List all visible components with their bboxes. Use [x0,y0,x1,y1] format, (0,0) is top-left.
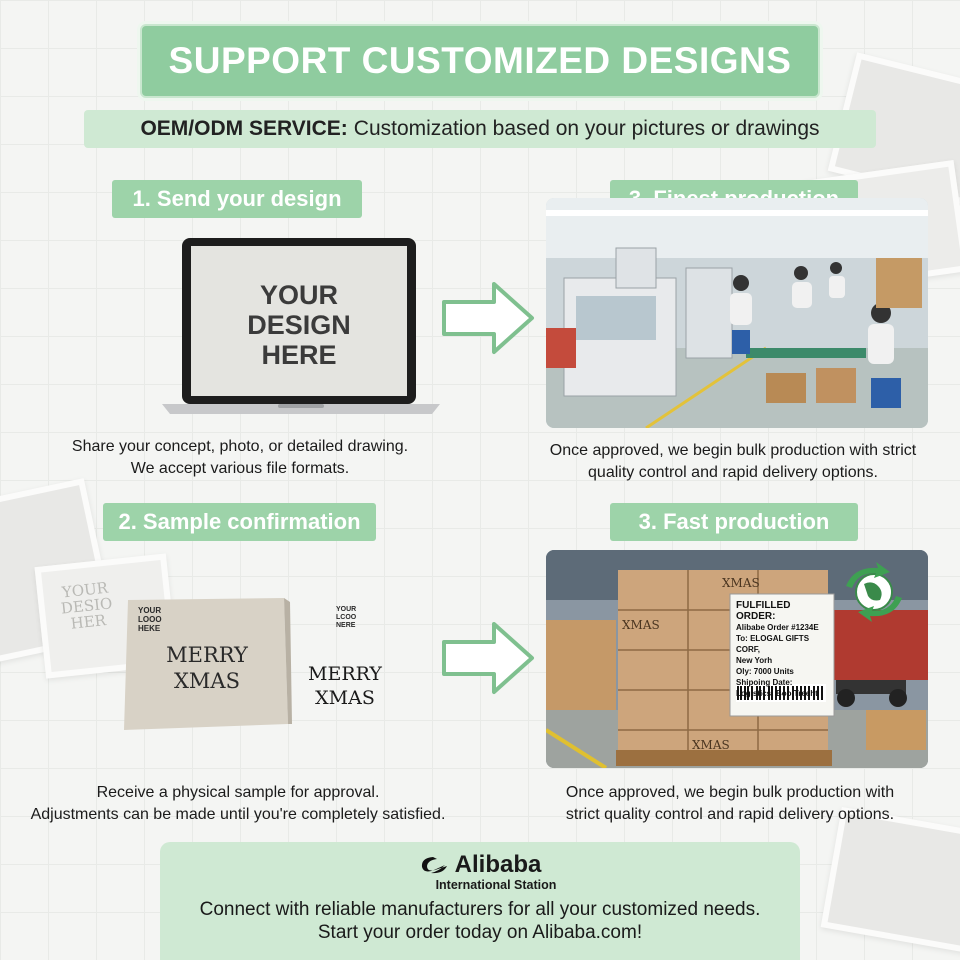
shipping-label-line: Shipoing Date: [736,678,793,687]
alibaba-logo-icon [421,857,447,874]
step-1-label-text: 1. Send your design [132,186,342,211]
box-print-text: XMAS [622,618,660,632]
caption-line: Once approved, we begin bulk production … [549,442,917,459]
laptop-screen-text: YOUR DESIGN HERE [191,280,407,370]
shipping-label-line: FULFILLED ORDER: [736,600,791,622]
artwork-logo-text: YOUR LCOO NERE [336,606,356,630]
screen-line: DESIGN [247,310,351,340]
caption-line: Receive a physical sample for approval. [96,784,380,801]
step-1-label: 1. Send your design [112,180,362,218]
step-2-label-text: 2. Sample confirmation [118,509,361,534]
step-1-caption: Share your concept, photo, or detailed d… [20,436,460,480]
footer-tagline: Connect with reliable manufacturers for … [160,898,800,944]
logo-line: YOUR [138,606,162,615]
shipping-label-line: Oly: 7000 Units [736,667,794,676]
caption-line: We accept various file formats. [130,460,350,477]
step-3-fast-label: 3. Fast production [610,503,858,541]
arrow-right-icon [442,282,534,354]
product-line: MERRY [308,663,382,685]
logo-line: HEKE [138,624,161,633]
caption-line: strict quality control and rapid deliver… [565,806,895,823]
product-line: XMAS [173,669,240,693]
sample-box-image [124,598,292,730]
page-title: SUPPORT CUSTOMIZED DESIGNS [168,40,792,81]
step-3-fast-label-text: 3. Fast production [638,509,830,534]
caption-line: Share your concept, photo, or detailed d… [71,438,409,455]
step-2-caption: Receive a physical sample for approval. … [8,782,468,826]
shipping-label-line: Logistics: Boo Treeht [736,689,818,698]
tagline-line: Start your order today on Alibaba.com! [317,922,643,943]
recycle-globe-icon [846,562,902,622]
box-print-text: XMAS [722,576,760,590]
shipping-label-line: To: ELOGAL GIFTS CORF, [736,634,810,654]
logo-line: LOOO [138,615,162,624]
page-title-banner: SUPPORT CUSTOMIZED DESIGNS [140,24,820,98]
tagline-line: Connect with reliable manufacturers for … [199,899,761,920]
brand-name: Alibaba [454,851,542,878]
footer-banner: Alibaba International Station Connect wi… [160,842,800,960]
sample-product-text: MERRY XMAS [124,642,290,694]
screen-line: HERE [261,340,337,370]
factory-photo [546,198,928,428]
shipping-label: FULFILLED ORDER: Alibabe Order #1234E To… [736,600,832,699]
service-label: OEM/ODM SERVICE: [140,117,348,140]
artwork-product-text: MERRY XMAS [300,662,390,710]
shipping-label-line: New Yorh [736,656,773,665]
service-subtitle: OEM/ODM SERVICE: Customization based on … [84,110,876,148]
brand-subtitle: International Station [435,878,557,892]
product-line: MERRY [166,643,248,667]
sample-logo-text: YOUR LOOO HEKE [138,606,162,633]
logo-line: NERE [336,622,356,629]
caption-line: Adjustments can be made until you're com… [30,806,446,823]
alibaba-brand: Alibaba [160,850,800,880]
shipping-label-line: Alibabe Order #1234E [736,623,819,632]
bg-sign-line: HER [69,611,107,633]
service-text: Customization based on your pictures or … [353,117,820,140]
caption-line: Once approved, we begin bulk production … [565,784,895,801]
step-3-fast-caption: Once approved, we begin bulk production … [530,782,930,826]
step-2-label: 2. Sample confirmation [103,503,376,541]
box-print-text: XMAS [692,738,730,752]
arrow-right-icon [442,622,534,694]
logo-line: YOUR [336,606,357,613]
product-line: XMAS [315,687,375,709]
screen-line: YOUR [259,280,338,310]
laptop-image [162,238,440,414]
logo-line: LCOO [336,614,357,621]
step-3-finest-caption: Once approved, we begin bulk production … [518,440,948,484]
caption-line: quality control and rapid delivery optio… [588,464,878,481]
